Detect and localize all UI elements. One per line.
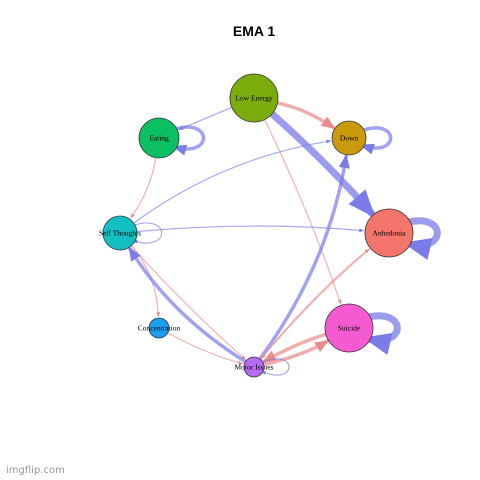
node-circle: [243, 356, 265, 378]
edge-motor-issues-to-self-thoughts: [128, 246, 248, 364]
edge-motor-issues-to-down: [258, 154, 350, 361]
edge-suicide-to-motor-issues: [262, 332, 328, 363]
node-eating: Eating: [138, 117, 180, 159]
self-loop-layer: [132, 125, 441, 376]
node-label: Low Energy: [235, 94, 272, 103]
node-circle: [102, 215, 138, 251]
node-down: Down: [331, 120, 367, 156]
node-circle: [331, 120, 367, 156]
node-circle: [229, 73, 279, 123]
edge-anhedonia-to-motor-issues: [261, 247, 372, 359]
node-label: Eating: [149, 134, 169, 143]
node-label: Motor Issues: [235, 363, 274, 372]
watermark: imgflip.com: [6, 465, 65, 476]
edge-low-energy-to-down: [275, 101, 336, 130]
edge-self-thoughts-to-anhedonia: [136, 225, 365, 233]
edge-low-energy-to-suicide: [263, 118, 342, 305]
node-label: Concentration: [138, 324, 181, 333]
node-low-energy: Low Energy: [229, 73, 279, 123]
node-label: Down: [340, 134, 359, 143]
self-loop-self-thoughts: [132, 222, 163, 244]
node-suicide: Suicide: [324, 303, 374, 353]
edge-low-energy-to-anhedonia: [268, 110, 376, 218]
node-label: Suicide: [338, 324, 361, 333]
node-circle: [138, 117, 180, 159]
edge-self-thoughts-to-down: [133, 139, 332, 224]
self-loop-motor-issues: [261, 358, 290, 376]
node-self-thoughts: Self Thoughts: [99, 215, 141, 251]
node-label: Anhedonia: [373, 229, 407, 238]
node-circle: [364, 208, 414, 258]
self-loop-eating: [172, 125, 206, 156]
self-loop-anhedonia: [402, 217, 441, 260]
edge-concentration-to-motor-issues: [167, 332, 244, 365]
graph-title: EMA 1: [233, 23, 275, 39]
self-loop-suicide: [362, 312, 401, 355]
node-concentration: Concentration: [138, 317, 181, 339]
self-loop-down: [359, 126, 393, 155]
node-motor-issues: Motor Issues: [235, 356, 274, 378]
node-circle: [148, 317, 170, 339]
edge-eating-to-self-thoughts: [130, 157, 157, 219]
node-circle: [324, 303, 374, 353]
node-label: Self Thoughts: [99, 229, 141, 238]
node-anhedonia: Anhedonia: [364, 208, 414, 258]
edge-motor-issues-to-suicide: [261, 339, 330, 367]
edge-self-thoughts-to-motor-issues: [130, 245, 246, 360]
edge-layer: [128, 101, 376, 367]
